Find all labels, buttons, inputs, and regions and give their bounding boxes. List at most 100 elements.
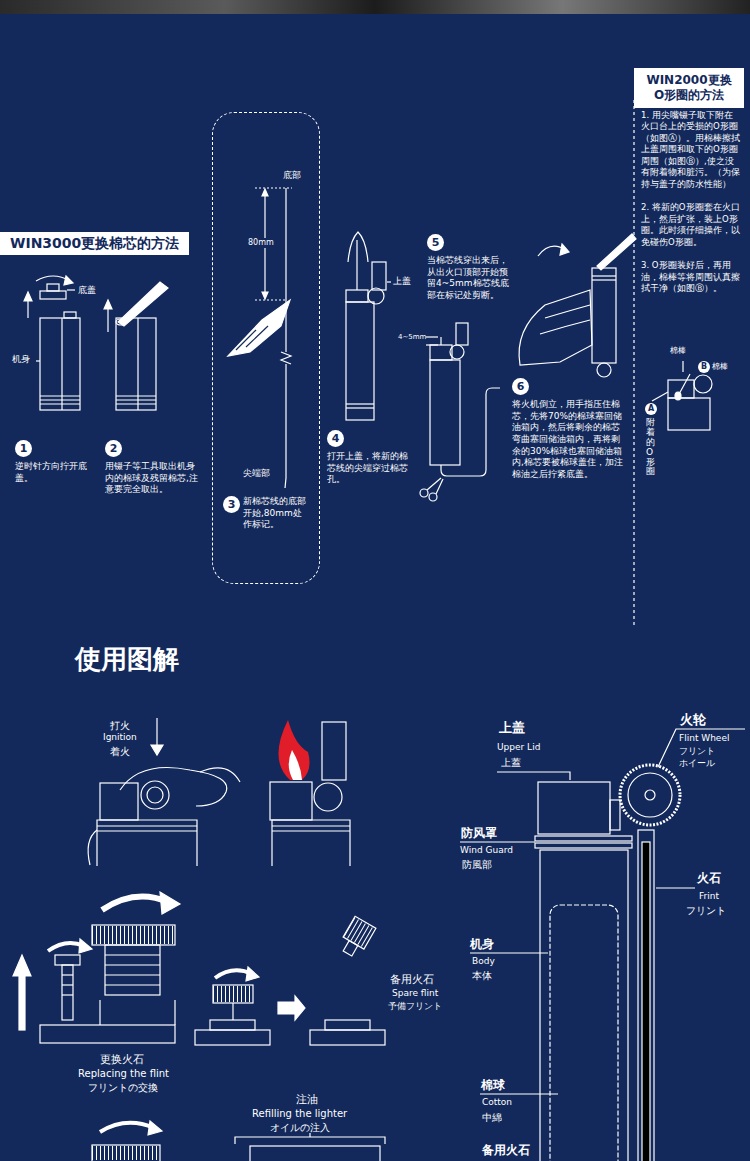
step1-drawing-part: [40, 395, 80, 396]
step1-drawing: [24, 276, 80, 410]
ignition-drawing-part: [151, 745, 163, 755]
step2-drawing-part: [116, 395, 156, 396]
spare-flint-drawing-part-part: [343, 916, 376, 949]
step3-drawing-part: [285, 364, 286, 478]
step3-drawing-part: [285, 478, 286, 488]
callout-number: 2: [110, 443, 118, 454]
spare-flint-drawing-part: [232, 1003, 233, 1020]
refill-drawing-part: [92, 1146, 160, 1160]
callout-number: A: [648, 405, 654, 413]
refill-drawing-part: [250, 1146, 380, 1161]
callout-number: B: [701, 363, 707, 371]
flint-replace-drawing-part: [92, 925, 175, 945]
refill-drawing-part: [309, 1133, 310, 1137]
note-text: Cotton: [482, 1097, 512, 1109]
refill-drawing-part: [235, 1137, 385, 1144]
ignition-drawing-part: [141, 781, 169, 809]
part-label: 火轮: [680, 712, 706, 729]
flint-replace-drawing-part: [105, 954, 160, 955]
flint-replace-drawing-part: [79, 939, 92, 953]
flint-replace-drawing-part: [62, 994, 73, 995]
step6-drawing-part: [592, 275, 616, 276]
refill-drawing-part: [148, 1121, 162, 1135]
flame-drawing-part: [272, 830, 350, 831]
note-text: Wind Guard: [460, 845, 513, 857]
step1-drawing-part: [40, 399, 80, 400]
step6-drawing-part: [519, 290, 592, 365]
note-text: 用镊子等工具取出机身内的棉球及残留棉芯,注意要完全取出。: [105, 461, 202, 496]
step-number: 5: [427, 234, 444, 251]
step5-drawing-part: [420, 489, 428, 497]
step4-drawing-part: [346, 407, 374, 408]
step5-drawing-part: [426, 336, 438, 337]
flint-replace-drawing-part: [62, 974, 73, 975]
flint-replace-drawing-part: [40, 1025, 175, 1043]
note-text: フリント ホイール: [679, 746, 725, 769]
flint-replace-drawing-part: [92, 926, 175, 944]
step5-drawing-part: [429, 493, 437, 501]
step2-drawing-part: [107, 308, 108, 332]
step-number: 4: [327, 430, 344, 447]
part-label: 机身: [470, 937, 494, 953]
step2-drawing-part: [116, 403, 156, 404]
step4-drawing-part: [346, 403, 374, 404]
flame-drawing-part: [322, 722, 346, 780]
note-text: 注油: [296, 1093, 318, 1107]
note-text: Upper Lid: [497, 742, 540, 754]
step3-drawing-part: [246, 326, 268, 347]
step4-drawing-part: [387, 281, 391, 282]
refill-drawing-part: [92, 1145, 160, 1161]
callout-letter: A: [645, 403, 657, 415]
note-text: Flint Wheel: [679, 733, 729, 745]
step6-drawing-part: [597, 234, 636, 270]
ignition-drawing-part: [120, 768, 227, 807]
part-label: 备用火石: [482, 1143, 530, 1159]
step1-drawing-part: [67, 289, 75, 290]
parts-drawing-part: [550, 905, 618, 1161]
step6-drawing-part: [545, 305, 590, 318]
spare-flint-drawing-part: [195, 1030, 270, 1045]
step5-drawing-part: [436, 479, 443, 494]
oring-drawing-part: [694, 375, 712, 393]
spare-flint-drawing-part: [337, 916, 376, 959]
step5-drawing-part: [456, 323, 468, 345]
flint-replace-drawing-part: [62, 965, 73, 1020]
note-text: 底部: [283, 170, 301, 182]
instruction-text: 3. O形圈装好后，再用油，棉棒等将周围认真擦拭干净（如图Ⓑ）。: [641, 260, 741, 294]
divider-line: [633, 100, 634, 625]
step5-drawing-part: [450, 345, 464, 359]
instruction-column: 1. 用尖嘴镊子取下附在火口台上的受损的O形圈（如图Ⓐ）。用棉棒擦拭上盖周围和取…: [641, 110, 741, 307]
flame-drawing-part: [289, 750, 302, 780]
node-text: WIN3000更换棉芯的方法: [10, 235, 179, 252]
flint-replace-drawing-part: [13, 955, 31, 976]
spare-flint-drawing-part: [278, 996, 305, 1020]
parts-drawing-part: [535, 836, 632, 841]
note-text: 棉棒: [712, 362, 728, 372]
step5-drawing-part: [430, 360, 460, 465]
refill-drawing-part: [100, 1123, 154, 1132]
step2-drawing: [104, 282, 168, 410]
instruction-text: 1. 用尖嘴镊子取下附在火口台上的受损的O形圈（如图Ⓐ）。用棉棒擦拭上盖周围和取…: [641, 110, 741, 190]
step2-drawing-part: [104, 300, 112, 309]
step5-drawing-part: [441, 388, 500, 476]
part-label: 使用图解: [75, 643, 179, 677]
step-number: 2: [105, 440, 122, 457]
spare-flint-drawing-part-part: [343, 941, 358, 956]
oring-drawing-part: [675, 392, 681, 400]
ignition-drawing-part: [147, 787, 163, 803]
flint-replace-drawing-part: [19, 975, 25, 1030]
note-text: 更换火石: [100, 1053, 144, 1067]
note-text: Frint: [699, 891, 719, 903]
step5-drawing-part: [440, 337, 441, 345]
parts-drawing-part: [538, 782, 610, 834]
note-text: 备用火石: [390, 973, 434, 987]
ignition-drawing-part: [200, 768, 240, 782]
flame-drawing-part: [278, 720, 309, 780]
step2-drawing-part: [116, 319, 126, 325]
step1-drawing-part: [40, 403, 80, 404]
note-text: Spare flint: [392, 988, 438, 1000]
step3-drawing-part: [262, 292, 268, 299]
note-text: フリント: [686, 904, 726, 917]
ignition-drawing-part: [100, 783, 138, 820]
